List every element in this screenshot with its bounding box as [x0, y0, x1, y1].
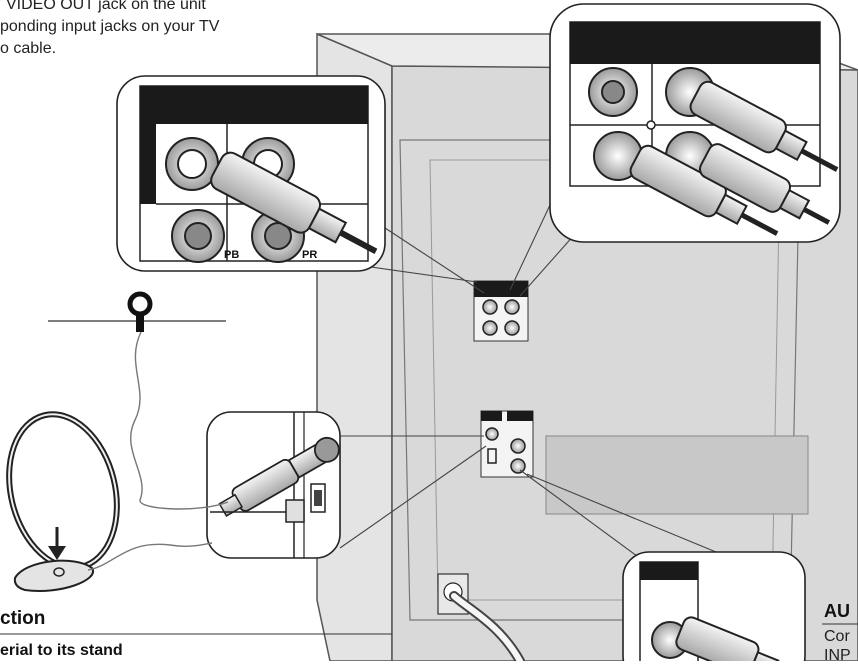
right-section-line-1: Cor [824, 627, 850, 646]
intro-line-1: VIDEO OUT jack on the unit [6, 0, 206, 14]
right-section-heading: AU [824, 601, 850, 622]
section-heading: ction [0, 608, 45, 630]
cabinet-antenna-jacks [481, 411, 533, 477]
cabinet-vent [546, 436, 808, 514]
intro-line-2: ponding input jacks on your TV [0, 17, 219, 36]
right-section-line-2: INP [824, 646, 851, 665]
am-loop-antenna [0, 403, 212, 591]
callout-video-plugs [550, 4, 846, 250]
callout-antenna-connection [207, 412, 344, 558]
callout-component-video: PB PR [117, 76, 385, 271]
fm-antenna-wire [48, 294, 228, 509]
label-pb: PB [224, 249, 239, 261]
label-pr: PR [302, 249, 317, 261]
section-subheading: erial to its stand [0, 642, 123, 660]
callout-audio-plug [623, 552, 805, 661]
intro-line-3: o cable. [0, 39, 56, 58]
cabinet-video-jacks [474, 281, 528, 341]
